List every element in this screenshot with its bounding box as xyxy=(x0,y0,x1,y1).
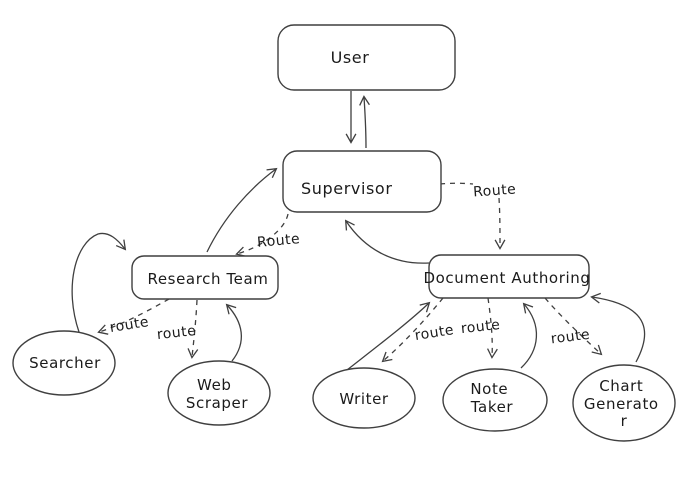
node-writer-label: Writer xyxy=(339,390,389,408)
node-searcher-label: Searcher xyxy=(29,354,101,372)
labels-layer: User Supervisor Research Team Document A… xyxy=(29,48,664,430)
edge-label-route-writer: route xyxy=(414,322,456,344)
edge-web-scraper-to-research-team xyxy=(225,303,243,362)
node-document-authoring-label: Document Authoring xyxy=(424,269,591,287)
edge-route-research-team-to-searcher xyxy=(97,298,170,335)
edge-route-document-authoring-to-chart-generator xyxy=(544,297,603,356)
node-document-authoring-shape xyxy=(428,254,590,299)
node-user-label: User xyxy=(331,48,370,67)
node-chart-generator xyxy=(572,364,676,442)
edge-route-document-authoring-to-note-taker xyxy=(486,297,498,359)
nodes-layer xyxy=(12,24,676,442)
node-research-team xyxy=(131,255,279,300)
node-user xyxy=(277,24,456,91)
node-note-taker xyxy=(442,368,548,432)
edge-chart-generator-to-document-authoring xyxy=(590,292,646,363)
edge-research-team-to-supervisor xyxy=(206,167,278,253)
edge-label-route-supervisor-docauth: Route xyxy=(473,182,517,201)
edge-writer-to-document-authoring xyxy=(346,301,431,371)
edge-document-authoring-to-supervisor xyxy=(344,219,430,264)
edge-searcher-to-research-team xyxy=(71,232,127,333)
node-chart-generator-label: Chart Generato r xyxy=(584,377,664,430)
edges-layer xyxy=(71,90,646,371)
node-web-scraper xyxy=(167,360,271,426)
node-searcher xyxy=(12,330,116,396)
node-chart-generator-shape xyxy=(572,364,676,442)
edge-route-supervisor-to-research-team xyxy=(235,213,289,257)
node-research-team-shape xyxy=(131,255,279,300)
node-supervisor xyxy=(282,150,442,213)
edge-label-route-searcher: route xyxy=(109,314,151,336)
edge-label-route-supervisor-research: Route xyxy=(256,231,300,251)
edge-label-route-chart-generator: route xyxy=(550,327,591,348)
edge-label-route-web-scraper: route xyxy=(156,323,197,343)
edge-route-research-team-to-web-scraper xyxy=(187,299,199,359)
node-writer-shape xyxy=(312,367,416,429)
node-note-taker-shape xyxy=(442,368,548,432)
edge-note-taker-to-document-authoring xyxy=(520,302,538,369)
node-supervisor-label: Supervisor xyxy=(301,179,393,198)
node-web-scraper-shape xyxy=(167,360,271,426)
node-searcher-shape xyxy=(12,330,116,396)
node-document-authoring xyxy=(428,254,590,299)
node-writer xyxy=(312,367,416,429)
edge-route-supervisor-to-document-authoring-b xyxy=(494,197,506,250)
edge-supervisor-to-user xyxy=(359,95,370,149)
node-research-team-label: Research Team xyxy=(147,270,268,288)
edge-route-supervisor-to-document-authoring-a xyxy=(439,182,474,185)
node-web-scraper-label: Web Scraper xyxy=(186,376,248,412)
node-note-taker-label: Note Taker xyxy=(470,380,514,416)
node-user-shape xyxy=(277,24,456,91)
edge-route-document-authoring-to-writer xyxy=(381,297,444,363)
edge-label-route-note-taker: route xyxy=(460,317,501,337)
node-supervisor-shape xyxy=(282,150,442,213)
